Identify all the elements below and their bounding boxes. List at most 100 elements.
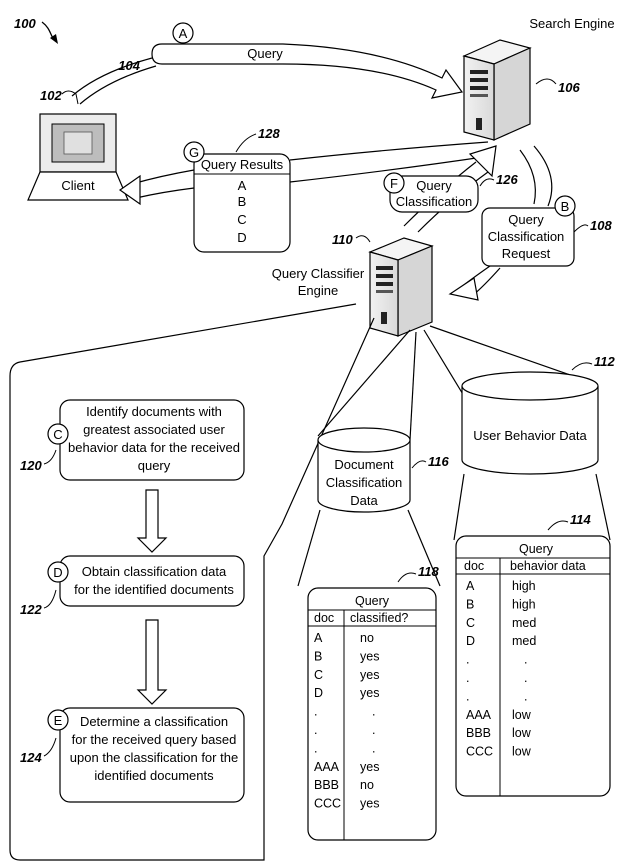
svg-text:D: D: [237, 230, 246, 245]
svg-text:Query: Query: [247, 46, 283, 61]
svg-text:query: query: [138, 458, 171, 473]
process-callout: [9, 303, 375, 861]
table-cell-value: yes: [360, 649, 379, 663]
svg-text:122: 122: [20, 602, 42, 617]
table-cell-doc: D: [466, 634, 475, 648]
table-cell-value: .: [524, 689, 527, 703]
svg-text:112: 112: [594, 354, 615, 369]
step-badge-a: A: [172, 22, 194, 44]
table-cell-value: .: [372, 705, 375, 719]
behavior-table-callout: [453, 473, 611, 541]
table-cell-doc: B: [314, 649, 322, 663]
svg-text:124: 124: [20, 750, 42, 765]
table-cell-value: med: [512, 634, 536, 648]
svg-text:G: G: [189, 145, 199, 160]
svg-text:Identify documents with: Identify documents with: [86, 404, 222, 419]
figure-number: 100: [14, 16, 58, 44]
svg-text:doc: doc: [464, 559, 484, 573]
svg-text:D: D: [53, 565, 62, 580]
ref-126: 126: [479, 172, 518, 187]
svg-text:doc: doc: [314, 611, 334, 625]
request-arrow: [448, 145, 553, 301]
table-cell-value: low: [512, 726, 532, 740]
ref-122: 122: [20, 589, 57, 617]
client-label: Client: [61, 178, 95, 193]
doc-class-label-line2: Classification: [326, 475, 403, 490]
doc-class-label-line3: Data: [350, 493, 378, 508]
step-badge-b: B: [554, 195, 576, 217]
table-cell-value: yes: [360, 686, 379, 700]
table-cell-doc: AAA: [314, 760, 340, 774]
user-behavior-label: User Behavior Data: [473, 428, 587, 443]
client-computer-icon: [27, 113, 129, 201]
ref-112: 112: [571, 354, 615, 371]
svg-text:Classification: Classification: [488, 229, 565, 244]
step-badge-e: E: [47, 709, 69, 731]
table-cell-value: low: [512, 745, 532, 759]
document-classification-database-icon: [317, 427, 411, 513]
table-cell-doc: B: [466, 597, 474, 611]
step-arrow-c-to-d: [136, 489, 168, 553]
classifier-server-icon: [368, 237, 434, 337]
svg-text:A: A: [238, 178, 247, 193]
results-arrow: [118, 141, 491, 206]
search-engine-label: Search Engine: [529, 16, 614, 31]
table-cell-doc: .: [314, 741, 317, 755]
table-cell-value: yes: [360, 668, 379, 682]
table-cell-value: .: [524, 653, 527, 667]
ref-116: 116: [411, 454, 449, 469]
svg-text:126: 126: [496, 172, 518, 187]
svg-text:B: B: [561, 199, 570, 214]
svg-text:upon the classification for th: upon the classification for the: [70, 750, 238, 765]
step-badge-f: F: [383, 172, 405, 194]
svg-text:110: 110: [332, 232, 353, 247]
table-cell-doc: A: [314, 631, 323, 645]
svg-text:118: 118: [418, 564, 439, 579]
svg-text:C: C: [237, 212, 246, 227]
search-engine-server-icon: [462, 39, 532, 141]
svg-text:Query: Query: [519, 542, 554, 556]
ref-110: 110: [332, 232, 371, 247]
table-cell-doc: BBB: [314, 778, 339, 792]
svg-text:104: 104: [118, 58, 140, 73]
classifier-label-line2: Engine: [298, 283, 338, 298]
table-cell-value: med: [512, 616, 536, 630]
svg-text:Query Results: Query Results: [201, 157, 284, 172]
process-step-c: Identify documents with greatest associa…: [59, 399, 245, 481]
table-cell-doc: .: [466, 689, 469, 703]
svg-text:120: 120: [20, 458, 42, 473]
table-cell-doc: AAA: [466, 708, 492, 722]
ref-120: 120: [20, 449, 57, 473]
classifier-label-line1: Query Classifier: [272, 266, 365, 281]
svg-text:Classification: Classification: [396, 194, 473, 209]
table-cell-doc: C: [314, 668, 323, 682]
classification-request-box: Query Classification Request: [481, 207, 575, 267]
svg-text:Query: Query: [355, 594, 390, 608]
table-cell-doc: .: [314, 723, 317, 737]
process-step-e: Determine a classification for the recei…: [59, 707, 245, 803]
table-cell-doc: CCC: [466, 745, 493, 759]
ref-114: 114: [547, 512, 591, 531]
classified-table-callout: [297, 509, 441, 587]
ref-124: 124: [20, 737, 57, 765]
table-cell-doc: .: [466, 671, 469, 685]
svg-text:classified?: classified?: [350, 611, 408, 625]
svg-text:128: 128: [258, 126, 280, 141]
table-cell-value: yes: [360, 760, 379, 774]
table-cell-value: yes: [360, 797, 379, 811]
step-badge-c: C: [47, 423, 69, 445]
svg-text:E: E: [54, 713, 63, 728]
process-step-d: Obtain classification data for the ident…: [59, 555, 245, 607]
svg-text:Query: Query: [508, 212, 544, 227]
svg-text:for the identified documents: for the identified documents: [74, 582, 234, 597]
svg-text:identified documents: identified documents: [94, 768, 214, 783]
table-cell-value: no: [360, 631, 374, 645]
svg-text:behavior data: behavior data: [510, 559, 586, 573]
ref-128: 128: [235, 126, 280, 153]
svg-text:Request: Request: [502, 246, 551, 261]
table-cell-doc: BBB: [466, 726, 491, 740]
table-cell-value: high: [512, 579, 536, 593]
table-cell-doc: C: [466, 616, 475, 630]
